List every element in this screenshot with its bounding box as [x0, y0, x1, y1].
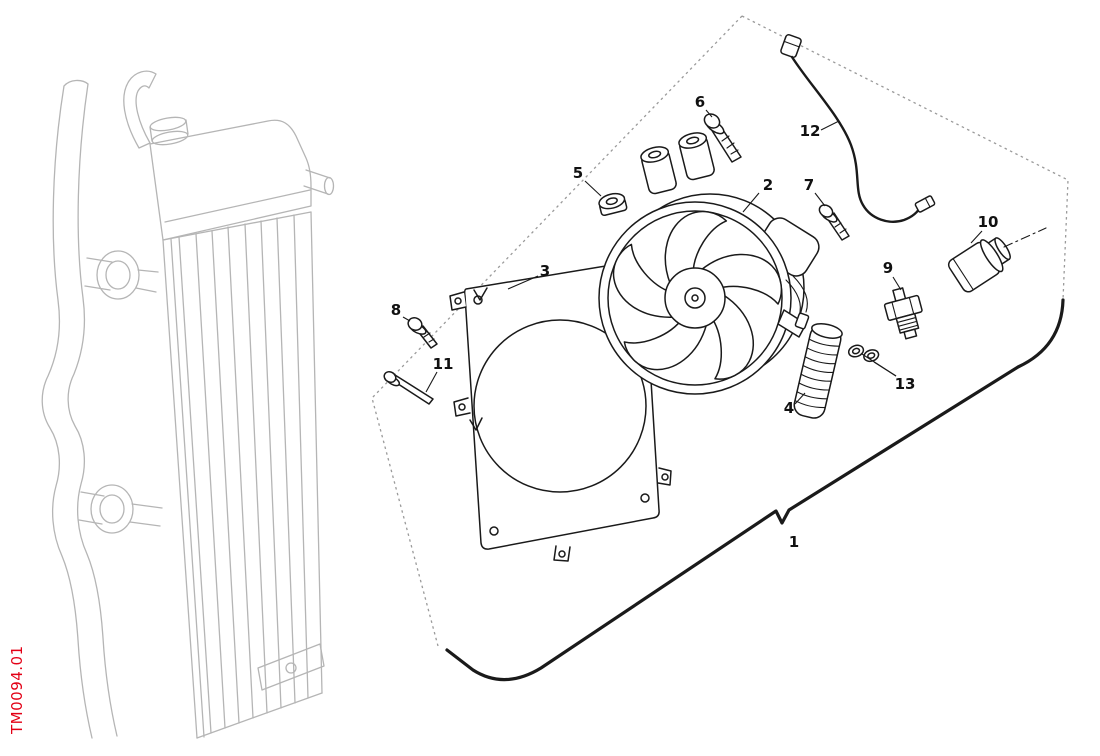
wire-connector-top	[780, 33, 802, 59]
wire-lead	[780, 33, 936, 223]
washers-13	[847, 344, 880, 363]
part-label-11: 11	[433, 355, 454, 373]
radiator-core-top	[162, 211, 312, 241]
fan-mount-cylinder	[640, 146, 677, 195]
bolt-6	[703, 113, 742, 163]
thermo-switch	[883, 287, 923, 340]
radiator-cap	[149, 116, 187, 132]
fan-wire-connector	[794, 312, 810, 330]
part-label-1: 1	[789, 533, 799, 551]
part-label-8: 8	[391, 301, 401, 319]
bolt-11	[383, 370, 434, 405]
radiator-illustration	[41, 70, 335, 739]
part-label-12: 12	[800, 122, 821, 140]
screw-8	[407, 317, 438, 349]
panel-edge-part1	[445, 298, 1065, 682]
radiator-tank	[149, 119, 312, 241]
part-label-4: 4	[784, 399, 794, 417]
axis-centerline	[1003, 227, 1047, 248]
ribbed-boot	[793, 322, 843, 419]
wire-terminal	[914, 195, 936, 213]
document-code: TM0094.01	[8, 645, 26, 735]
fan-assembly	[598, 132, 820, 395]
part-label-9: 9	[883, 259, 893, 277]
part-label-13: 13	[895, 375, 916, 393]
panel-outline-dotted	[371, 15, 1069, 647]
part-label-6: 6	[695, 93, 705, 111]
sensor-cap	[947, 227, 1047, 293]
bracket-fan-opening	[473, 319, 647, 493]
fan-mount-cylinder	[678, 132, 715, 181]
part-label-10: 10	[978, 213, 999, 231]
part-label-5: 5	[573, 164, 583, 182]
fan-hub	[664, 267, 726, 329]
bolt-7	[818, 204, 850, 241]
part-labels: 1 2 3 4 5 6 7 8 9 10 11 12 13	[391, 93, 999, 551]
part-label-3: 3	[540, 262, 550, 280]
part-label-7: 7	[804, 176, 814, 194]
radiator-boss-upper	[96, 250, 140, 300]
part-label-2: 2	[763, 176, 773, 194]
leader-lines	[402, 109, 983, 405]
radiator-hose	[123, 70, 157, 149]
radiator-boss-lower	[90, 484, 134, 534]
spacer-grommet	[598, 192, 628, 217]
